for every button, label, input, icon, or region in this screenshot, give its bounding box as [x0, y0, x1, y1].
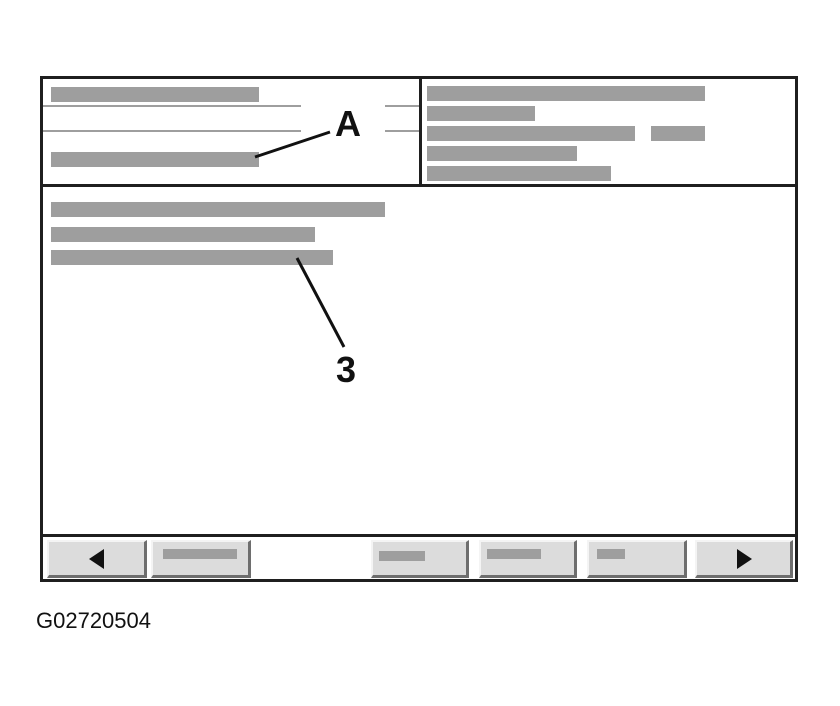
- header-right-text-line-1: [427, 86, 705, 101]
- softkey-blank: [255, 540, 367, 578]
- body-text-line-3: [51, 250, 333, 265]
- callout-label-a: A: [335, 103, 361, 144]
- header-left-rule-1: [43, 105, 301, 107]
- header-right-text-line-3b: [651, 126, 705, 141]
- softkey-1[interactable]: [151, 540, 251, 578]
- softkey-right-arrow[interactable]: [695, 540, 793, 578]
- triangle-left-icon: [89, 549, 104, 569]
- softkey-left-arrow[interactable]: [47, 540, 147, 578]
- softkey-4[interactable]: [587, 540, 687, 578]
- footer-divider: [43, 534, 795, 537]
- header-left-rule-4: [385, 130, 419, 132]
- body-text-line-1: [51, 202, 385, 217]
- callout-label-3: 3: [336, 349, 357, 390]
- body-text-line-2: [51, 227, 315, 242]
- header-right-text-line-5: [427, 166, 611, 181]
- header-right-text-line-3: [427, 126, 635, 141]
- header-left-rule-2: [43, 130, 301, 132]
- softkey-2[interactable]: [371, 540, 469, 578]
- triangle-right-icon: [737, 549, 752, 569]
- display-screen: [40, 76, 798, 582]
- header-left-text-line-1: [51, 87, 259, 102]
- header-left-text-line-2: [51, 152, 259, 167]
- header-vertical-divider: [419, 79, 422, 186]
- figure-id: G02720504: [36, 608, 151, 633]
- header-left-rule-3: [385, 105, 419, 107]
- header-right-text-line-2: [427, 106, 535, 121]
- softkey-3[interactable]: [479, 540, 577, 578]
- header-right-text-line-4: [427, 146, 577, 161]
